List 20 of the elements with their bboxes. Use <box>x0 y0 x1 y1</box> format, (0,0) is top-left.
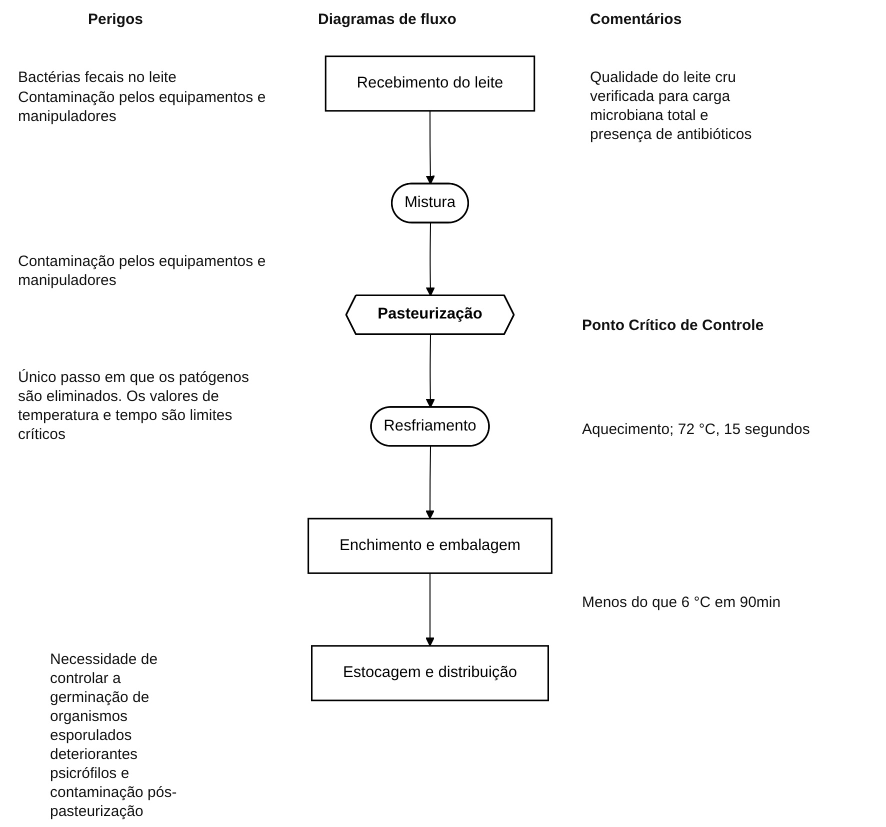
column-heading: Ponto Crítico de Controle <box>582 316 765 335</box>
note-text: Aquecimento; 72 °C, 15 segundos <box>582 420 811 439</box>
note-text: Contaminação pelos equipamentos e manipuladores <box>18 252 267 290</box>
column-heading: Diagramas de fluxo <box>318 10 458 29</box>
arrow <box>426 334 435 408</box>
arrow <box>426 223 435 296</box>
note-text: Único passo em que os patógenos são eliminados. Os valores de temperatura e tempo são limites críticos <box>18 368 250 444</box>
column-heading: Perigos <box>88 10 144 29</box>
note-text: Qualidade do leite cru verificada para carga microbiana total e presença de antibióticos <box>590 68 753 144</box>
arrow <box>425 573 435 646</box>
arrow <box>425 446 435 520</box>
column-heading: Comentários <box>590 10 683 29</box>
note-text: Contaminação pelos equipamentos e manipuladores <box>18 88 267 126</box>
node-box: Recebimento do leite <box>324 56 536 112</box>
note-text: Bactérias fecais no leite <box>18 68 178 87</box>
note-text: Menos do que 6 °C em 90min <box>582 593 782 612</box>
arrow <box>426 110 435 184</box>
node-box: Enchimento e embalagem <box>308 518 552 574</box>
note-text: Necessidade de controlar a germinação de organismos esporulados deteriorantes psicrófilos e contaminação pós-pasteurização <box>50 650 178 821</box>
node-box: Estocagem e distribuição <box>311 645 549 702</box>
